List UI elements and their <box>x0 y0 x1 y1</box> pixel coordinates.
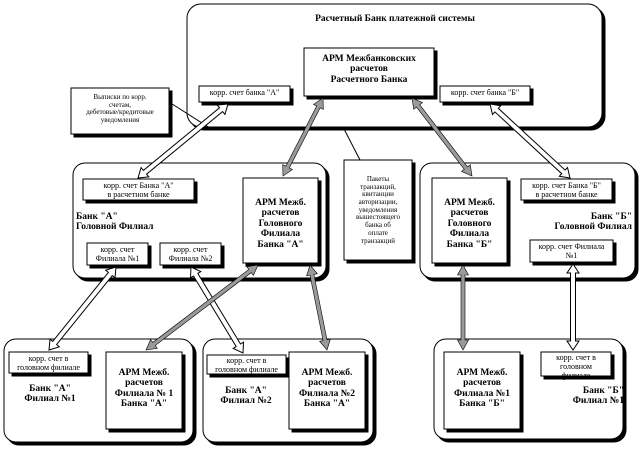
arm-a-head-to-branch1-arrow <box>145 264 259 351</box>
b-branch1-acc-box <box>540 351 612 377</box>
central-arm-label: АРМ Межбанковских расчетов Расчетного Ба… <box>322 54 416 85</box>
b-sub1-to-branch1-arrow <box>566 263 580 351</box>
arm-a-head-to-branch2-arrow <box>306 264 331 351</box>
central-acc-b-box <box>439 85 531 103</box>
a-head-arm-label: АРМ Межб. расчетов Головного Филиала Бан… <box>255 198 306 250</box>
packets-note-box <box>343 159 413 261</box>
a-head-title: Банк "А" Головной Филиал <box>76 212 154 233</box>
a-branch1-acc-label: корр. счет в головном филиале <box>17 354 80 372</box>
a-branch2-acc-label: корр. счет в головном филиале <box>215 356 278 374</box>
b-head-arm-box <box>431 177 508 264</box>
acc-a-central-to-head-arrow <box>137 103 229 179</box>
arm-b-head-to-branch1-arrow <box>456 264 470 351</box>
b-branch1-title: Банк "Б" Филиал №1 <box>572 386 624 407</box>
a-head-acc-label: корр. счет Банка "А" в расчетном банке <box>103 181 174 199</box>
packets-note-pointer <box>342 126 361 161</box>
a-branch1-acc-box <box>8 351 89 374</box>
a-head-acc-box <box>82 178 195 201</box>
a-head-sub2-label: корр. счет Филиала №2 <box>168 245 213 263</box>
b-head-arm-label: АРМ Межб. расчетов Головного Филиала Бан… <box>444 198 495 250</box>
central-bank-title: Расчетный Банк платежной системы <box>315 14 475 24</box>
packets-note-label: Пакеты транзакций, квитанции авторизации… <box>355 175 401 245</box>
arm-central-to-b-head-arrow <box>411 97 473 177</box>
a-branch1-title: Банк "А" Филиал №1 <box>24 384 76 405</box>
central-acc-a-box <box>198 85 291 103</box>
b-head-title: Банк "Б" Головной Филиал <box>554 212 632 233</box>
b-head-acc-box <box>520 178 613 201</box>
b-branch1-arm-box <box>443 351 521 430</box>
b-branch1-acc-label: корр. счет в головном филиале <box>556 353 596 380</box>
statements-note-label: Выписки по корр. счетам, дебетовые/креди… <box>86 93 154 125</box>
a-sub1-to-branch1-arrow <box>48 266 117 351</box>
arm-central-to-a-head-arrow <box>282 97 324 177</box>
a-branch2-arm-box <box>288 351 366 430</box>
acc-b-central-to-head-arrow <box>489 103 571 179</box>
b-head-acc-label: корр. счет Банка "Б" в расчетном банке <box>532 181 601 199</box>
a-head-sub2-box <box>159 242 222 266</box>
a-branch2-acc-box <box>206 354 287 375</box>
b-head-sub1-box <box>529 239 614 263</box>
a-branch1-arm-label: АРМ Межб. расчетов Филиала № 1 Банка "А" <box>114 368 174 410</box>
central-arm-box <box>303 47 435 97</box>
central-acc-b-label: корр. счет банка "Б" <box>450 88 520 97</box>
a-head-arm-box <box>242 177 319 264</box>
central-acc-a-label: корр. счет банка "А" <box>209 88 280 97</box>
statements-note-box <box>70 87 170 135</box>
a-head-sub1-box <box>86 242 149 266</box>
b-branch1-arm-label: АРМ Межб. расчетов Филиала №1 Банка "Б" <box>453 368 511 410</box>
a-branch2-title: Банк "А" Филиал №2 <box>220 386 272 407</box>
b-head-sub1-label: корр. счет Филиала №1 <box>538 242 605 260</box>
a-head-sub1-label: корр. счет Филиала №1 <box>95 245 140 263</box>
a-branch2-arm-label: АРМ Межб. расчетов Филиала №2 Банка "А" <box>298 368 356 410</box>
a-sub2-to-branch2-arrow <box>189 266 245 354</box>
a-branch1-arm-box <box>105 351 183 430</box>
